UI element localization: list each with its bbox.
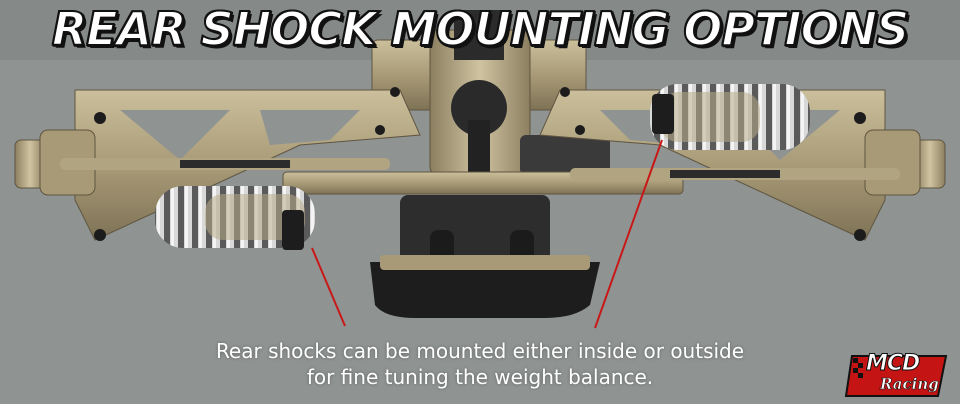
screws	[94, 87, 866, 241]
caption-line-2: for fine tuning the weight balance.	[306, 365, 654, 389]
right-shock	[650, 84, 810, 150]
camber-links	[60, 158, 900, 180]
caption-line-1: Rear shocks can be mounted either inside…	[215, 339, 745, 363]
logo-sub: Racing	[880, 375, 939, 394]
headline: REAR SHOCK MOUNTING OPTIONS	[51, 1, 911, 57]
logo-badge	[844, 355, 948, 397]
right-hub	[864, 129, 946, 196]
skid-plate	[370, 262, 600, 318]
right-pointer-line	[594, 139, 663, 329]
left-pointer-line	[311, 247, 346, 327]
left-shock	[155, 186, 315, 250]
logo-brand: MCD	[865, 351, 920, 377]
center-bulkhead	[371, 10, 610, 176]
